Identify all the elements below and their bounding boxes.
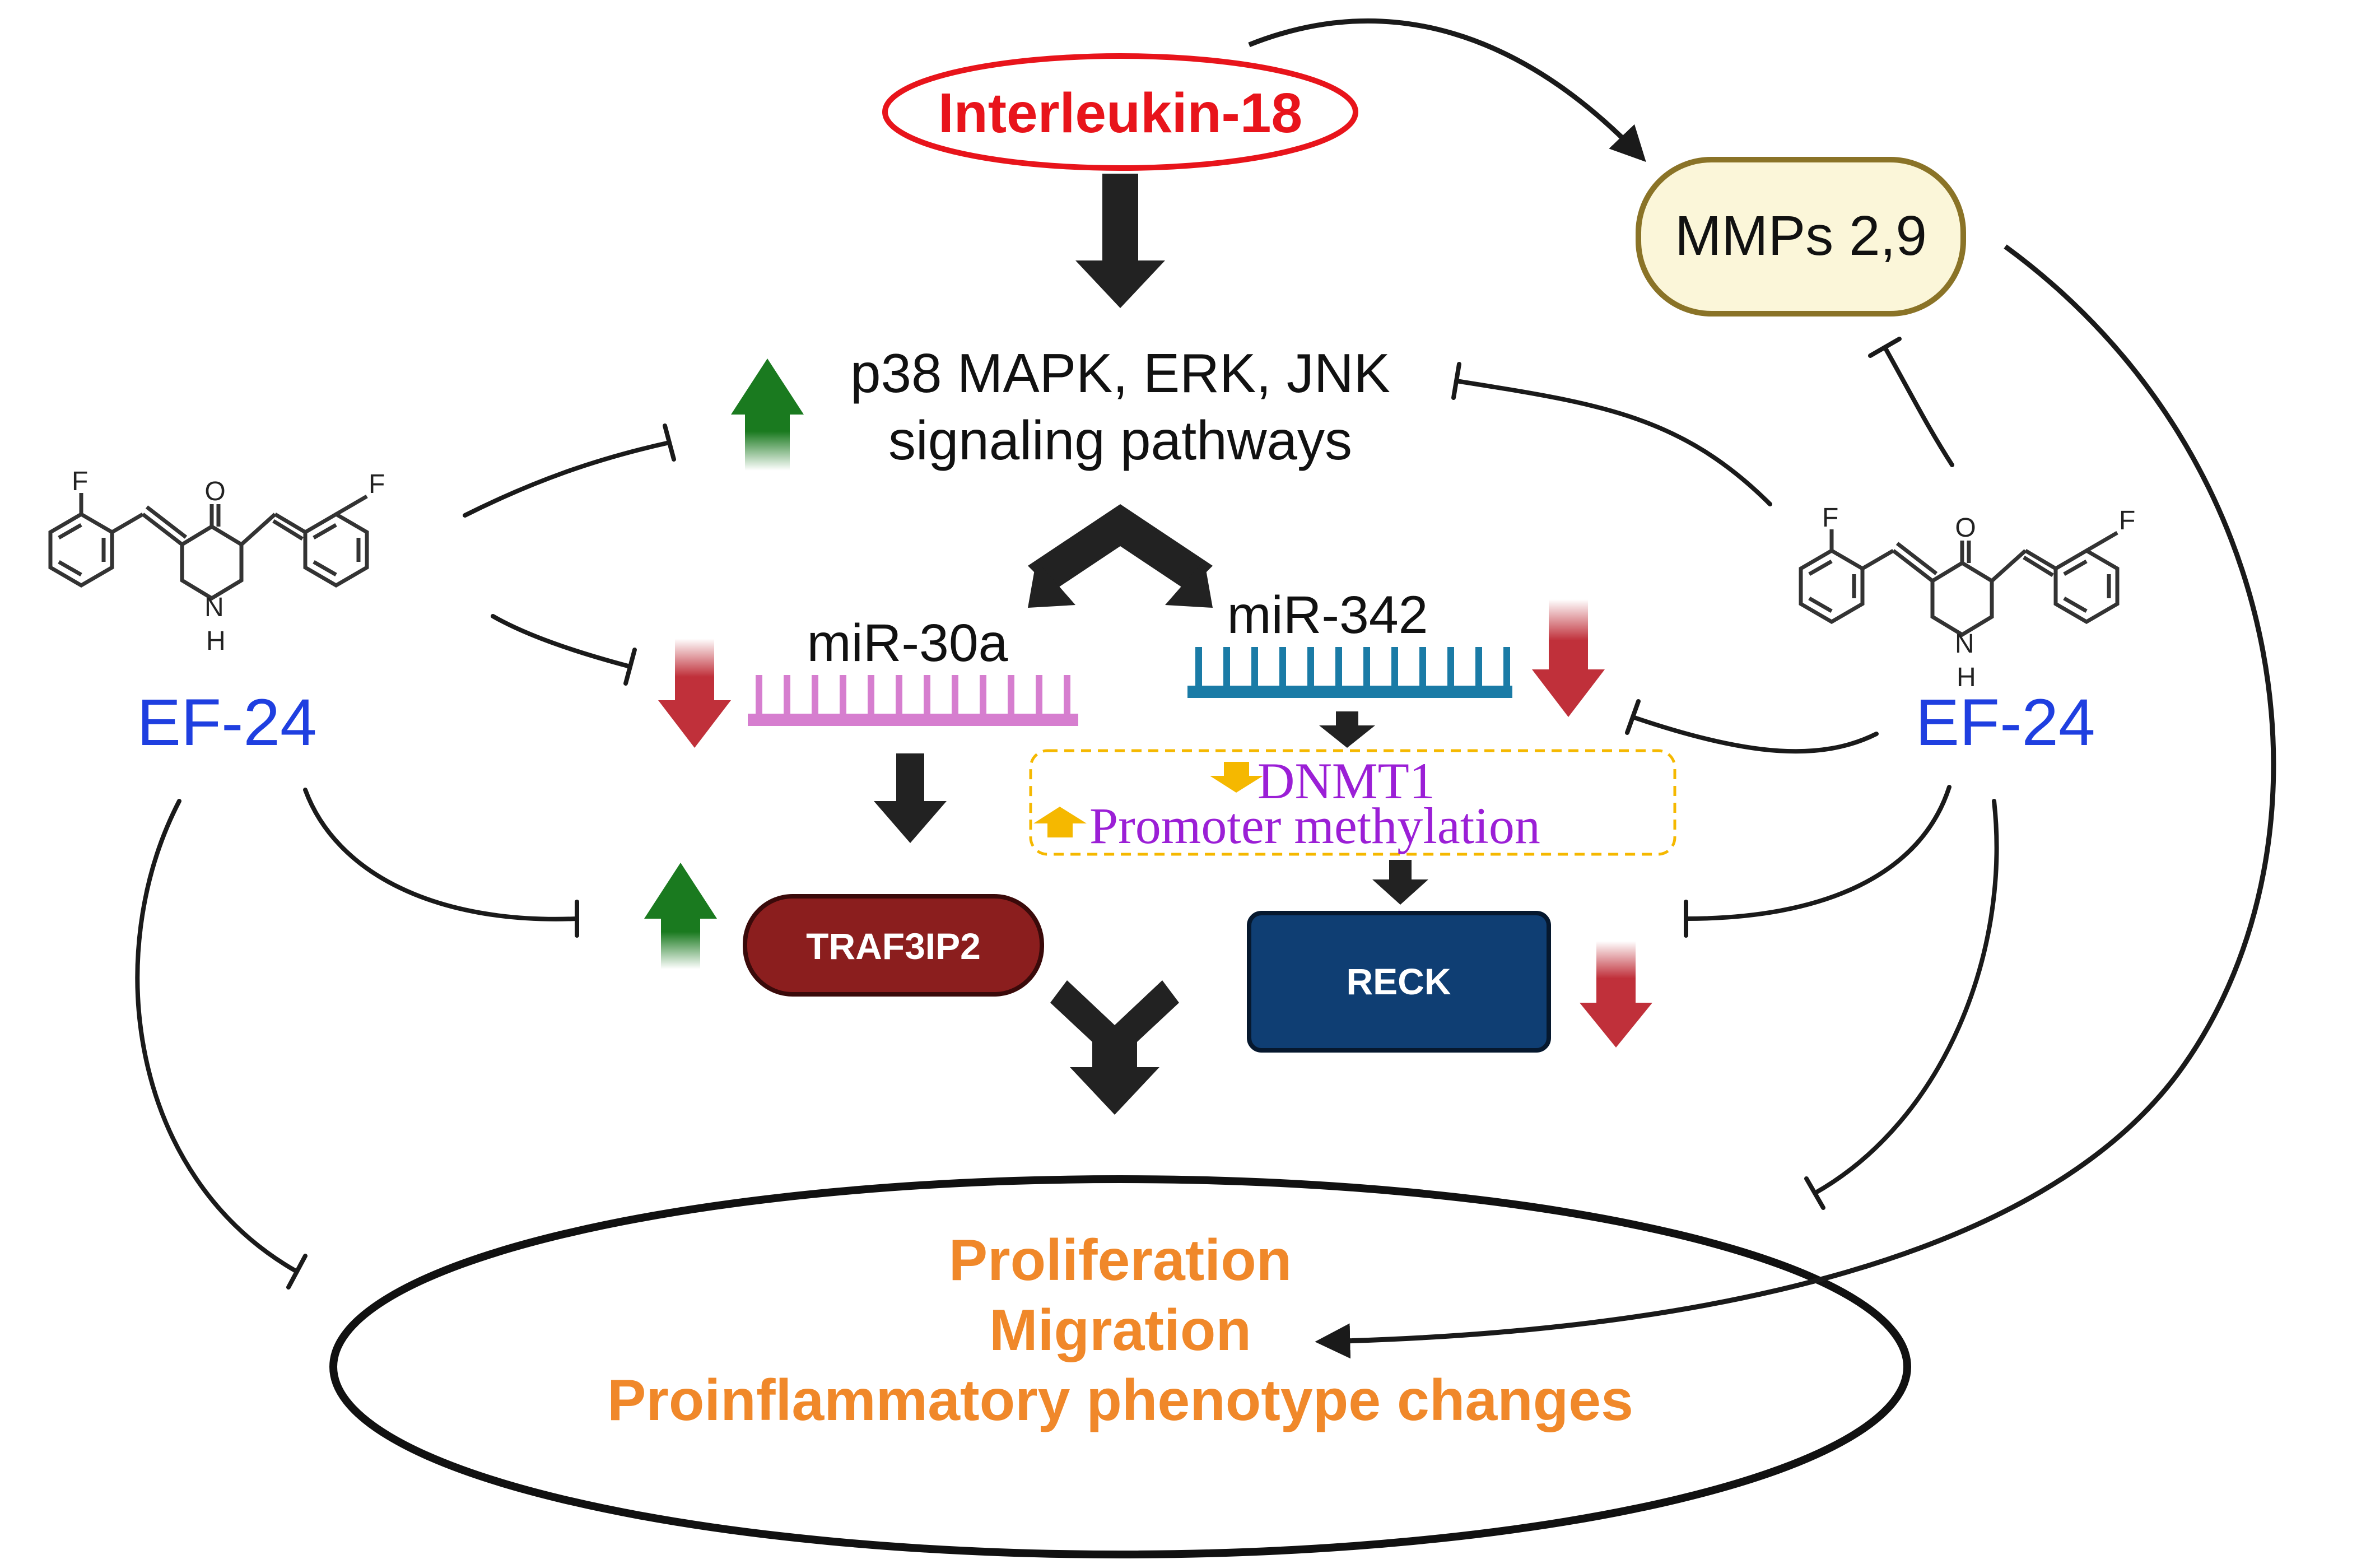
mmps-to-outcomes-curve: [1315, 244, 2276, 1359]
outcome-proinflammatory: Proinflammatory phenotype changes: [607, 1368, 1633, 1433]
traf3ip2-label: TRAF3IP2: [806, 925, 981, 967]
dnmt-down-small-arrow: [1210, 762, 1263, 793]
ef24-left-atom-n: N: [204, 593, 224, 622]
ef24-right-atom-h: H: [1957, 663, 1976, 692]
mir30a-down-arrow: [658, 639, 731, 748]
mapk-label-line1: p38 MAPK, ERK, JNK: [850, 342, 1390, 404]
reck-box: [1247, 911, 1551, 1053]
mir342-label: miR-342: [1227, 585, 1428, 645]
ef24-left-atom-f2: F: [369, 469, 385, 499]
converge-arrow: [1050, 980, 1179, 1115]
ef24-left-molecule: [48, 493, 369, 601]
ef24-left-atom-h: H: [206, 626, 226, 656]
inhibition-lines: [135, 337, 1999, 1290]
ef24-left-atom-f1: F: [72, 467, 88, 496]
reck-label: RECK: [1346, 961, 1451, 1002]
traf3ip2-up-arrow: [644, 863, 717, 969]
mapk-split-chevron: [1028, 504, 1213, 591]
ef24-right-label: EF-24: [1915, 686, 2095, 760]
ef24-right-atom-f2: F: [2119, 506, 2135, 536]
il18-ellipse: [882, 53, 1358, 171]
ef24-right-atom-f1: F: [1822, 503, 1838, 533]
promoter-label: Promoter methylation: [1089, 797, 1540, 854]
mmps-box: [1636, 157, 1966, 316]
ef24-left-label: EF-24: [137, 686, 316, 760]
outcome-proliferation: Proliferation: [949, 1228, 1292, 1293]
mir30a-strand: [748, 675, 1078, 726]
mapk-up-arrow: [731, 359, 804, 471]
outcome-migration: Migration: [989, 1298, 1251, 1363]
mir342-strand: [1187, 647, 1512, 698]
traf3ip2-box: [743, 894, 1044, 997]
mir30a-to-traf-arrow: [874, 753, 947, 843]
il18-to-mapk-arrow: [1075, 174, 1165, 308]
outcome-ellipse: [329, 1175, 1911, 1558]
mir342-to-dnmt-arrow: [1319, 711, 1375, 748]
il18-label: Interleukin-18: [938, 82, 1302, 145]
mir342-down-arrow: [1532, 599, 1605, 717]
mapk-label-line2: signaling pathways: [888, 409, 1352, 471]
reck-down-arrow: [1580, 941, 1652, 1048]
mmps-label: MMPs 2,9: [1675, 204, 1927, 267]
dnmt-to-reck-arrow: [1372, 860, 1428, 905]
il18-to-mmps-curve: [1248, 18, 1646, 162]
dnmt-box: [1029, 749, 1676, 856]
ef24-right-molecule: [1799, 529, 2120, 637]
ef24-right-atom-o: O: [1955, 513, 1976, 543]
chevron-right-head: [1165, 560, 1213, 608]
chevron-left-head: [1028, 560, 1075, 608]
ef24-left-atom-o: O: [204, 477, 225, 506]
dnmt-label: DNMT1: [1257, 752, 1435, 809]
promoter-up-small-arrow: [1033, 807, 1087, 837]
ef24-right-atom-n: N: [1955, 629, 1974, 659]
mir30a-label: miR-30a: [807, 613, 1008, 673]
